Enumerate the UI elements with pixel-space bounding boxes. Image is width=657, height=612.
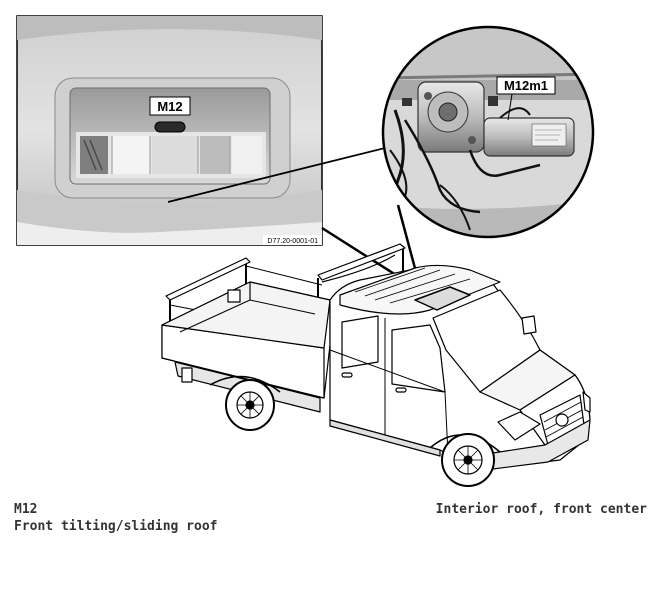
reference-code: D77.20-0001-01: [267, 238, 318, 245]
van-illustration: [161, 243, 591, 487]
sliding-roof-switch: [154, 121, 186, 133]
motor-gearbox: [417, 81, 485, 153]
motor-body: [483, 117, 575, 157]
motor-detail-circle: M12m1: [381, 25, 595, 239]
front-wheel: [441, 433, 495, 487]
rear-wheel: [225, 379, 275, 431]
callout-m12m1-label: M12m1: [504, 78, 548, 93]
callout-m12m1: M12m1: [496, 76, 556, 121]
caption-location: Interior roof, front center: [435, 502, 647, 517]
callout-m12-label: M12: [157, 99, 182, 114]
cab-rear-window: [341, 315, 379, 369]
cab-front-door-window: [391, 324, 446, 393]
interior-roof-photo: M12 D77.20-0001-01: [16, 15, 386, 246]
caption-component-code: M12: [14, 502, 38, 517]
sliding-roof-panel: [414, 286, 471, 311]
caption-component-name: Front tilting/sliding roof: [14, 519, 218, 534]
interior-lamp-strip: [76, 132, 266, 178]
callout-m12: M12: [149, 96, 191, 116]
brand-emblem: [555, 413, 569, 427]
